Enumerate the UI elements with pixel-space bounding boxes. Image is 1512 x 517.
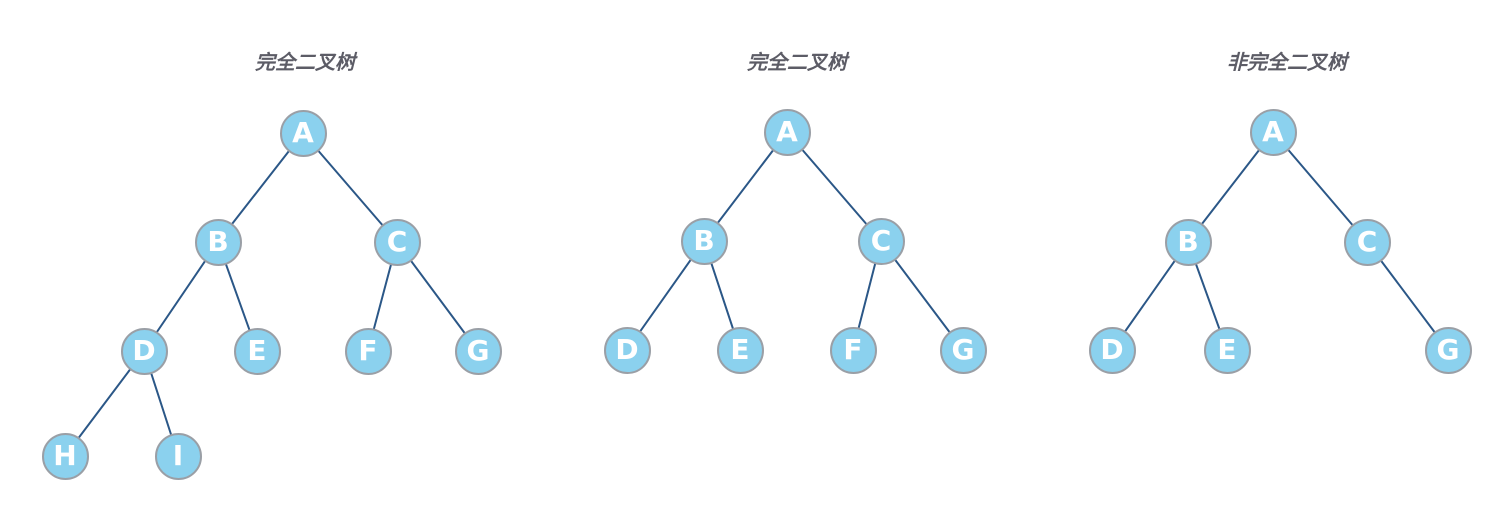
- tree1-node-F: F: [344, 327, 392, 375]
- tree3-node-D: D: [1088, 326, 1136, 374]
- tree2-title: 完全二叉树: [747, 50, 847, 74]
- tree1-node-B: B: [194, 218, 242, 266]
- tree1-node-C: C: [373, 218, 421, 266]
- tree2-node-B: B: [680, 217, 728, 265]
- tree1-node-A: A: [279, 109, 327, 157]
- tree3-node-A: A: [1249, 108, 1297, 156]
- tree3-node-G: G: [1424, 326, 1472, 374]
- tree1-node-I: I: [154, 432, 202, 480]
- tree1-node-H: H: [41, 432, 89, 480]
- tree2-node-D: D: [603, 326, 651, 374]
- tree3-node-B: B: [1164, 218, 1212, 266]
- tree2-node-F: F: [829, 326, 877, 374]
- tree1-node-D: D: [120, 327, 168, 375]
- tree3-node-C: C: [1343, 218, 1391, 266]
- tree3-node-E: E: [1203, 326, 1251, 374]
- tree2-node-C: C: [857, 217, 905, 265]
- tree2-node-E: E: [716, 326, 764, 374]
- tree3-title: 非完全二叉树: [1227, 50, 1347, 74]
- tree1-node-G: G: [454, 327, 502, 375]
- tree1-title: 完全二叉树: [255, 50, 355, 74]
- tree2-node-G: G: [939, 326, 987, 374]
- tree2-node-A: A: [763, 108, 811, 156]
- tree1-node-E: E: [233, 327, 281, 375]
